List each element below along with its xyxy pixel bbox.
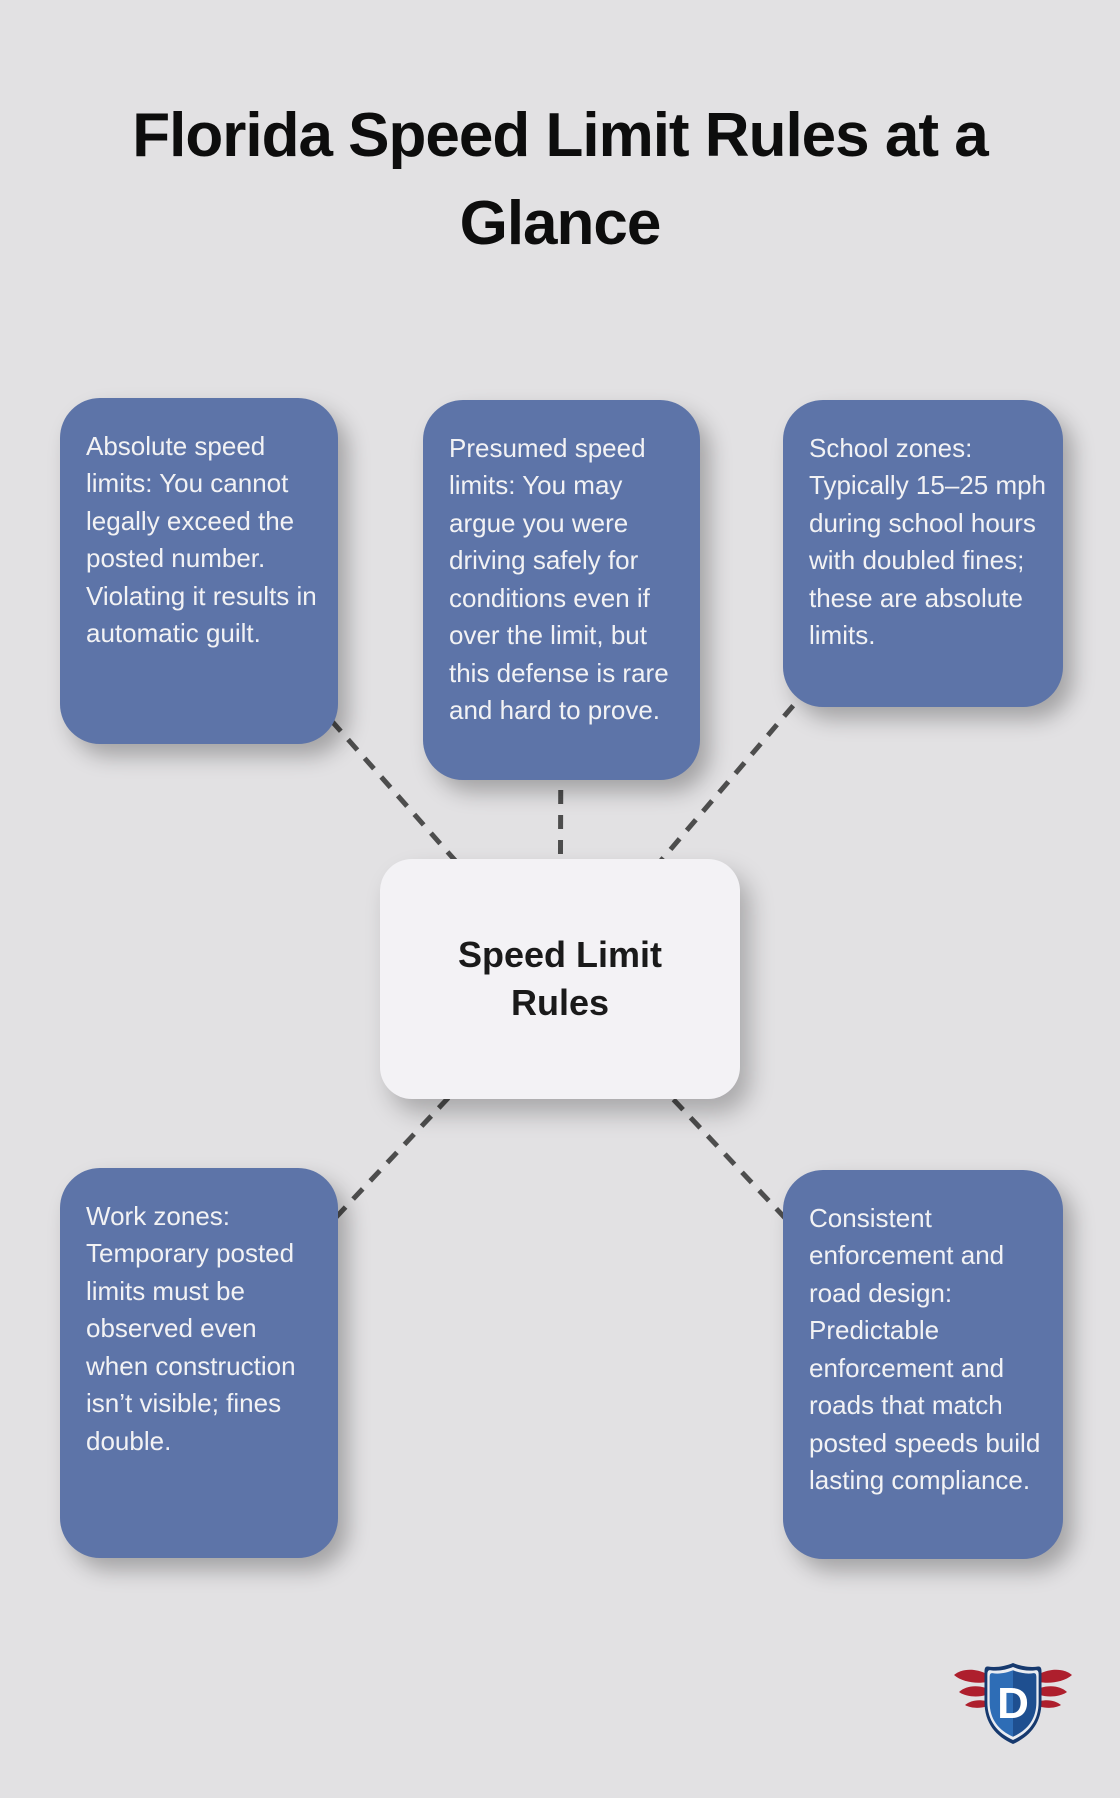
node-school-zones: School zones: Typically 15–25 mph during… [783,400,1063,707]
node-text-consistent-enforcement: Consistent enforcement and road design: … [809,1203,1041,1496]
node-presumed-speed-limits: Presumed speed limits: You may argue you… [423,400,700,780]
logo-left-wing-icon [954,1669,987,1708]
logo-letter: D [997,1679,1029,1728]
logo-right-wing-icon [1039,1669,1072,1708]
connector-school-zones [558,551,925,981]
page-title: Florida Speed Limit Rules at a Glance [132,101,988,259]
node-text-school-zones: School zones: Typically 15–25 mph during… [809,433,1047,651]
node-work-zones: Work zones: Temporary posted limits must… [60,1168,338,1558]
logo-shield-icon: D [984,1663,1042,1744]
node-text-presumed-speed-limits: Presumed speed limits: You may argue you… [449,433,669,726]
center-node-speed-limit-rules: Speed Limit Rules [380,859,740,1099]
center-node-label: Speed Limit Rules [457,934,663,1023]
brand-shield-logo: D [954,1663,1072,1744]
node-text-work-zones: Work zones: Temporary posted limits must… [86,1201,296,1456]
node-consistent-enforcement: Consistent enforcement and road design: … [783,1170,1063,1559]
node-text-absolute-speed-limits: Absolute speed limits: You cannot legall… [86,431,317,649]
node-absolute-speed-limits: Absolute speed limits: You cannot legall… [60,398,338,744]
